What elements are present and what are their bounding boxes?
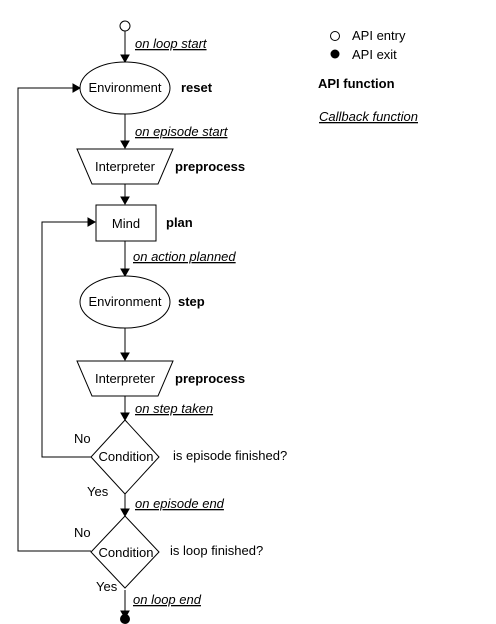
arrowhead <box>120 412 130 422</box>
interpreter-node-2 <box>76 360 174 397</box>
interpreter-node-1 <box>76 148 174 185</box>
condition-episode-node <box>90 419 160 495</box>
legend-callback-function: Callback function <box>319 109 418 124</box>
arrowhead <box>120 268 130 278</box>
interpreter-label-2: Interpreter <box>95 371 156 386</box>
condition-loop-label: Condition <box>99 545 154 560</box>
callback-loop-start: on loop start <box>135 36 208 51</box>
environment-reset-label: Environment <box>89 80 162 95</box>
environment-step-node <box>79 275 171 329</box>
question-episode-finished: is episode finished? <box>173 448 287 463</box>
branch-no-label-1: No <box>74 431 91 446</box>
mind-label: Mind <box>112 216 140 231</box>
arrowhead <box>72 83 82 93</box>
api-entry-marker <box>119 20 131 32</box>
arrowhead <box>120 196 130 206</box>
condition-episode-label: Condition <box>99 449 154 464</box>
legend-exit-label: API exit <box>352 47 397 62</box>
api-reset-label: reset <box>181 80 213 95</box>
mind-node <box>95 204 157 242</box>
arrowhead <box>87 217 97 227</box>
interpreter-label-1: Interpreter <box>95 159 156 174</box>
legend-api-function: API function <box>318 76 395 91</box>
arrowhead <box>120 352 130 362</box>
question-loop-finished: is loop finished? <box>170 543 263 558</box>
callback-loop-end: on loop end <box>133 592 202 607</box>
branch-yes-label-2: Yes <box>96 579 118 594</box>
api-preprocess-label-2: preprocess <box>175 371 245 386</box>
arrowhead <box>120 508 130 518</box>
callback-action-planned: on action planned <box>133 249 236 264</box>
callback-step-taken: on step taken <box>135 401 213 416</box>
branch-yes-label-1: Yes <box>87 484 109 499</box>
environment-reset-node <box>79 61 171 115</box>
edge-loop-not-finished-loop <box>17 87 91 552</box>
arrowhead <box>120 140 130 150</box>
arrowhead <box>120 54 130 64</box>
callback-episode-end: on episode end <box>135 496 225 511</box>
legend-exit-icon <box>330 49 340 59</box>
callback-episode-start: on episode start <box>135 124 229 139</box>
api-step-label: step <box>178 294 205 309</box>
api-preprocess-label-1: preprocess <box>175 159 245 174</box>
environment-step-label: Environment <box>89 294 162 309</box>
edge-episode-not-finished-loop <box>41 221 91 458</box>
condition-loop-node <box>90 515 160 589</box>
branch-no-label-2: No <box>74 525 91 540</box>
api-exit-marker <box>120 614 130 624</box>
legend-entry-icon <box>330 31 340 41</box>
legend-entry-label: API entry <box>352 28 406 43</box>
api-plan-label: plan <box>166 215 193 230</box>
